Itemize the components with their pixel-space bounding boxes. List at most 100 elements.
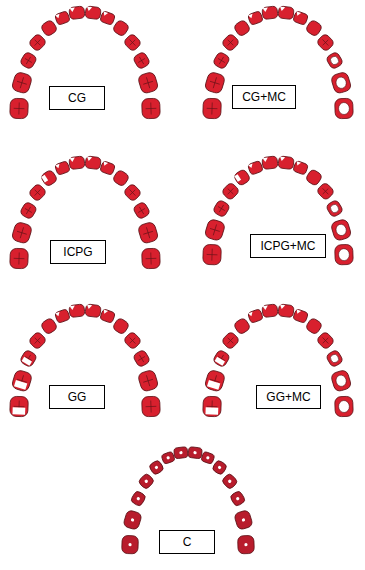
restoration-patch (329, 203, 340, 214)
tooth-crown (233, 19, 251, 37)
tooth (112, 19, 130, 37)
tooth-crown (293, 11, 309, 26)
tooth-dot (227, 479, 232, 484)
tooth-crown (123, 510, 143, 531)
tooth-crown (142, 248, 161, 269)
restoration-patch (55, 312, 61, 317)
tooth-groove (136, 55, 147, 66)
tooth-crown (112, 317, 130, 335)
tooth (233, 168, 251, 186)
restoration-patch (70, 8, 76, 13)
restoration-patch (102, 11, 108, 16)
tooth-crown (325, 199, 343, 218)
tooth-crown (11, 369, 33, 392)
tooth-groove (13, 252, 24, 264)
tooth-groove (335, 76, 348, 90)
tooth (262, 6, 278, 20)
tooth (204, 71, 226, 94)
label-box: ICPG (50, 240, 106, 264)
restoration-patch (295, 11, 301, 16)
tooth-crown (221, 473, 238, 490)
tooth-crown (262, 6, 278, 20)
tooth-crown (262, 304, 278, 318)
tooth (316, 33, 335, 52)
tooth-crown (316, 33, 335, 52)
tooth-crown (54, 309, 70, 324)
tooth-dot (193, 451, 197, 455)
tooth (19, 51, 37, 70)
tooth (122, 535, 139, 554)
tooth (262, 156, 278, 170)
tooth (305, 317, 323, 335)
tooth-crown (11, 71, 33, 94)
tooth-groove (15, 76, 28, 90)
tooth (330, 71, 352, 94)
tooth (188, 447, 203, 459)
tooth-groove (338, 400, 349, 412)
tooth (330, 218, 352, 241)
tooth (40, 169, 58, 187)
tooth-crown (278, 6, 294, 20)
tooth-crown (293, 160, 309, 175)
restoration-patch (338, 102, 349, 114)
tooth-crown (204, 218, 226, 241)
tooth-groove (32, 37, 43, 48)
tooth-crown (100, 161, 116, 176)
label-box: CG+MC (232, 85, 296, 109)
tooth-crown (201, 451, 215, 464)
tooth (305, 168, 323, 186)
tooth (130, 490, 147, 507)
tooth-groove (23, 205, 34, 216)
tooth (100, 309, 116, 324)
tooth-crown (130, 490, 147, 507)
tooth-dot (217, 465, 221, 469)
group-label: GG (68, 390, 87, 404)
tooth-crown (28, 33, 47, 52)
tooth-crown (123, 331, 142, 350)
tooth (11, 71, 33, 94)
restoration-patch (279, 7, 285, 12)
tooth-crown (40, 169, 58, 187)
restoration-patch (12, 407, 25, 414)
tooth (100, 161, 116, 176)
tooth (138, 473, 155, 490)
tooth (123, 331, 142, 350)
tooth (203, 396, 222, 417)
tooth-crown (229, 490, 246, 507)
restoration-patch (248, 312, 254, 317)
tooth (325, 199, 343, 218)
tooth-dot (128, 543, 131, 546)
tooth (212, 51, 230, 70)
tooth (10, 98, 29, 119)
tooth (221, 331, 240, 350)
tooth-crown (293, 309, 309, 324)
tooth-crown (262, 156, 278, 170)
restoration-patch (102, 309, 108, 314)
restoration-patch (41, 175, 48, 183)
tooth-groove (329, 353, 340, 364)
restoration-patch (335, 223, 348, 237)
tooth-crown (19, 201, 37, 220)
group-label: CG (68, 91, 86, 105)
tooth-crown (85, 156, 101, 170)
tooth-dot (206, 456, 210, 460)
tooth-crown (316, 331, 335, 350)
tooth-groove (32, 187, 43, 198)
tooth-crown (212, 349, 230, 368)
tooth-crown (238, 535, 255, 554)
restoration-patch (102, 161, 108, 166)
tooth-crown (28, 331, 47, 350)
tooth-groove (329, 55, 340, 66)
tooth-crown (100, 309, 116, 324)
tooth-groove (32, 335, 43, 346)
tooth-crown (54, 161, 70, 176)
tooth-crown (211, 459, 227, 475)
tooth-crown (10, 396, 29, 417)
restoration-patch (338, 248, 349, 260)
restoration-patch (22, 357, 32, 366)
tooth (142, 396, 161, 417)
label-box: ICPG+MC (250, 234, 326, 258)
restoration-patch (263, 306, 269, 311)
tooth-crown (11, 221, 33, 244)
